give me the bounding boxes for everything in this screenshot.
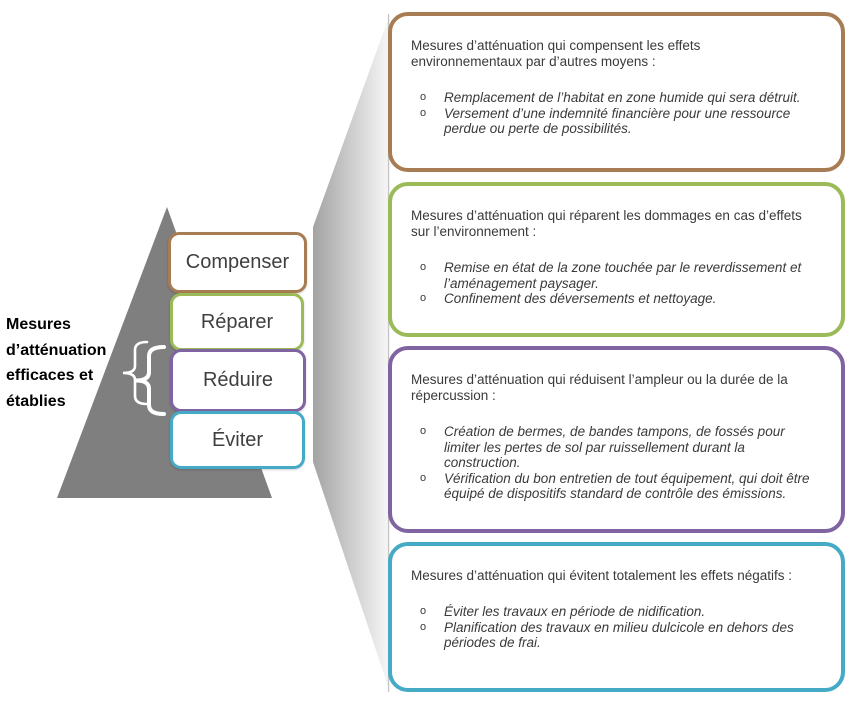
title-line: Mesures d’atténuation qui compensent les…: [411, 38, 701, 53]
bullet-marker: o: [420, 471, 427, 484]
bullet-text: Remise en état de la zone touchée par le…: [444, 260, 802, 291]
title-line: sur l’environnement :: [411, 224, 537, 239]
detail-box-title: Mesures d’atténuation qui réduisent l’am…: [411, 372, 828, 404]
bullet-list: o Remise en état de la zone touchée par …: [411, 260, 828, 307]
list-item: o Versement d’une indemnité financière p…: [411, 106, 828, 137]
bullet-list: o Création de bermes, de bandes tampons,…: [411, 424, 828, 502]
bullet-marker: o: [420, 292, 427, 304]
list-item: o Remise en état de la zone touchée par …: [411, 260, 828, 291]
bullet-marker: o: [420, 425, 427, 437]
detail-box-compenser: Mesures d’atténuation qui compensent les…: [388, 12, 845, 172]
list-item: o Confinement des déversements et nettoy…: [411, 291, 828, 307]
list-item: o Création de bermes, de bandes tampons,…: [411, 424, 828, 471]
list-item: o Éviter les travaux en période de nidif…: [411, 604, 828, 620]
bullet-marker: o: [420, 106, 427, 119]
title-line: Mesures d’atténuation qui réduisent l’am…: [411, 372, 788, 387]
bullet-text: Confinement des déversements et nettoyag…: [444, 291, 717, 306]
bullet-marker: o: [420, 605, 427, 617]
pyramid-level-reduire: Réduire: [170, 349, 306, 412]
title-line: environnementaux par d’autres moyens :: [411, 54, 656, 69]
title-line: Mesures d’atténuation qui évitent totale…: [411, 568, 792, 583]
bullet-list: o Éviter les travaux en période de nidif…: [411, 604, 828, 651]
detail-box-reduire: Mesures d’atténuation qui réduisent l’am…: [388, 346, 845, 533]
pyramid-level-label: Éviter: [211, 428, 264, 451]
bullet-text: Éviter les travaux en période de nidific…: [444, 604, 706, 619]
list-item: o Vérification du bon entretien de tout …: [411, 471, 828, 502]
title-line: Mesures d’atténuation qui réparent les d…: [411, 208, 802, 223]
title-line: répercussion :: [411, 388, 496, 403]
detail-box-reparer: Mesures d’atténuation qui réparent les d…: [388, 182, 845, 337]
detail-box-title: Mesures d’atténuation qui réparent les d…: [411, 208, 828, 240]
bullet-text: Remplacement de l’habitat en zone humide…: [444, 90, 801, 105]
bullet-marker: o: [420, 261, 427, 273]
detail-box-eviter: Mesures d’atténuation qui évitent totale…: [388, 542, 845, 692]
detail-box-title: Mesures d’atténuation qui évitent totale…: [411, 568, 828, 584]
bullet-list: o Remplacement de l’habitat en zone humi…: [411, 90, 828, 137]
list-item: o Remplacement de l’habitat en zone humi…: [411, 90, 828, 106]
pyramid-level-label: Réduire: [202, 369, 274, 391]
pyramid-level-compenser: Compenser: [168, 232, 307, 293]
detail-box-title: Mesures d’atténuation qui compensent les…: [411, 38, 828, 70]
bullet-text: Création de bermes, de bandes tampons, d…: [444, 424, 785, 470]
bullet-marker: o: [420, 91, 427, 103]
bullet-marker: o: [420, 620, 427, 633]
brace-icon: [135, 345, 166, 416]
pyramid-level-reparer: Réparer: [170, 293, 304, 351]
bullet-text: Vérification du bon entretien de tout éq…: [444, 470, 810, 502]
bullet-text: Planification des travaux en milieu dulc…: [444, 619, 794, 651]
pyramid-level-label: Réparer: [200, 310, 274, 333]
brace-icon: [122, 340, 149, 406]
bullet-text: Versement d’une indemnité financière pou…: [444, 105, 791, 137]
pyramid-level-eviter: Éviter: [170, 411, 305, 469]
left-caption: Mesures d’atténuation efficaces et établ…: [6, 316, 107, 410]
zoom-beam-shape: [313, 14, 390, 692]
pyramid-level-label: Compenser: [185, 251, 290, 273]
list-item: o Planification des travaux en milieu du…: [411, 620, 828, 651]
